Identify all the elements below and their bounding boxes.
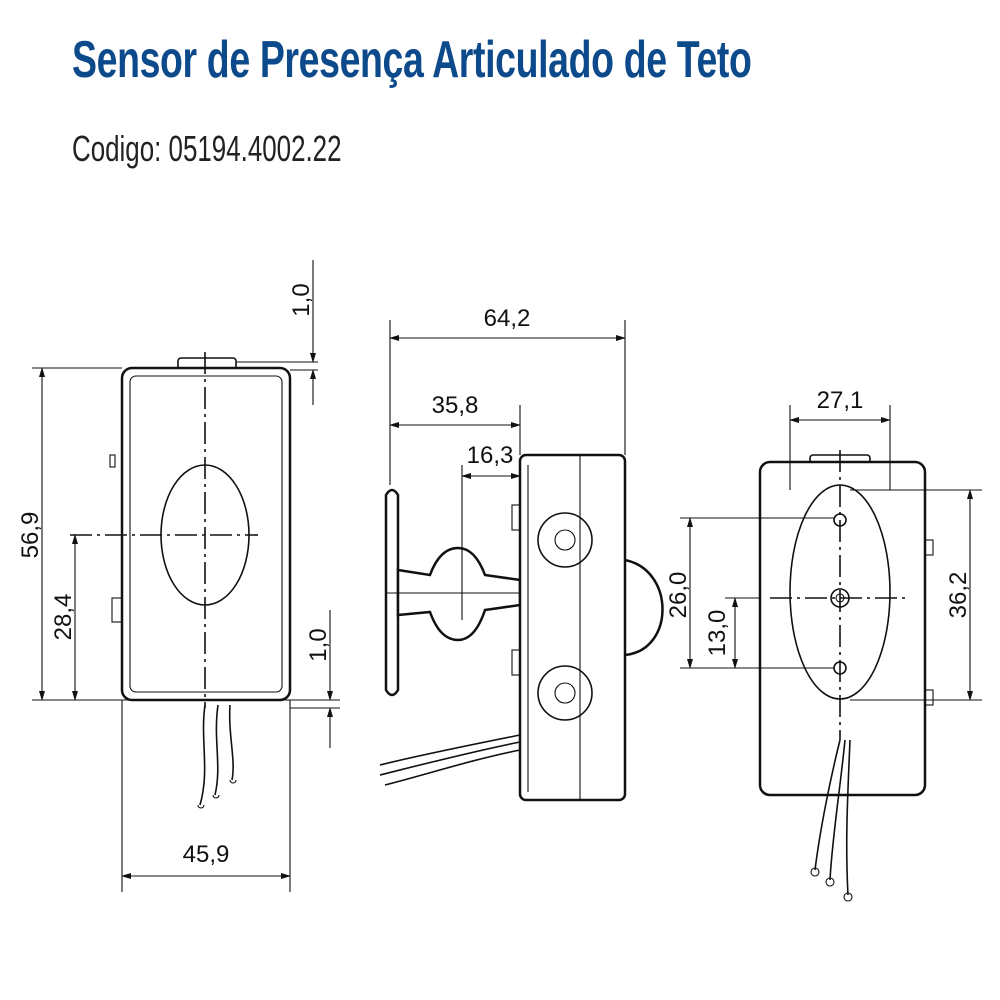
dim-hole-spacing-width: 27,1 — [817, 387, 864, 414]
dim-top-offset: 1,0 — [288, 283, 315, 316]
front-view: 56,9 28,4 1,0 1,0 45,9 — [17, 260, 340, 892]
dim-outer-height: 36,2 — [945, 572, 972, 619]
dim-paddle-to-body: 35,8 — [432, 392, 479, 419]
product-code: Codigo: 05194.4002.22 — [72, 128, 342, 169]
side-view: 64,2 35,8 16,3 — [379, 305, 664, 802]
dim-center-height: 28,4 — [50, 594, 77, 641]
dim-hole-spacing: 26,0 — [665, 572, 692, 619]
dim-bottom-offset: 1,0 — [305, 628, 332, 661]
dim-width: 45,9 — [183, 841, 230, 868]
back-view: 27,1 36,2 26,0 13,0 — [665, 387, 982, 902]
dim-half-spacing: 13,0 — [704, 610, 731, 657]
page-title: Sensor de Presença Articulado de Teto — [72, 31, 752, 89]
dim-joint-to-body: 16,3 — [467, 442, 514, 469]
dim-total-depth: 64,2 — [484, 305, 531, 332]
dim-height: 56,9 — [17, 512, 44, 559]
